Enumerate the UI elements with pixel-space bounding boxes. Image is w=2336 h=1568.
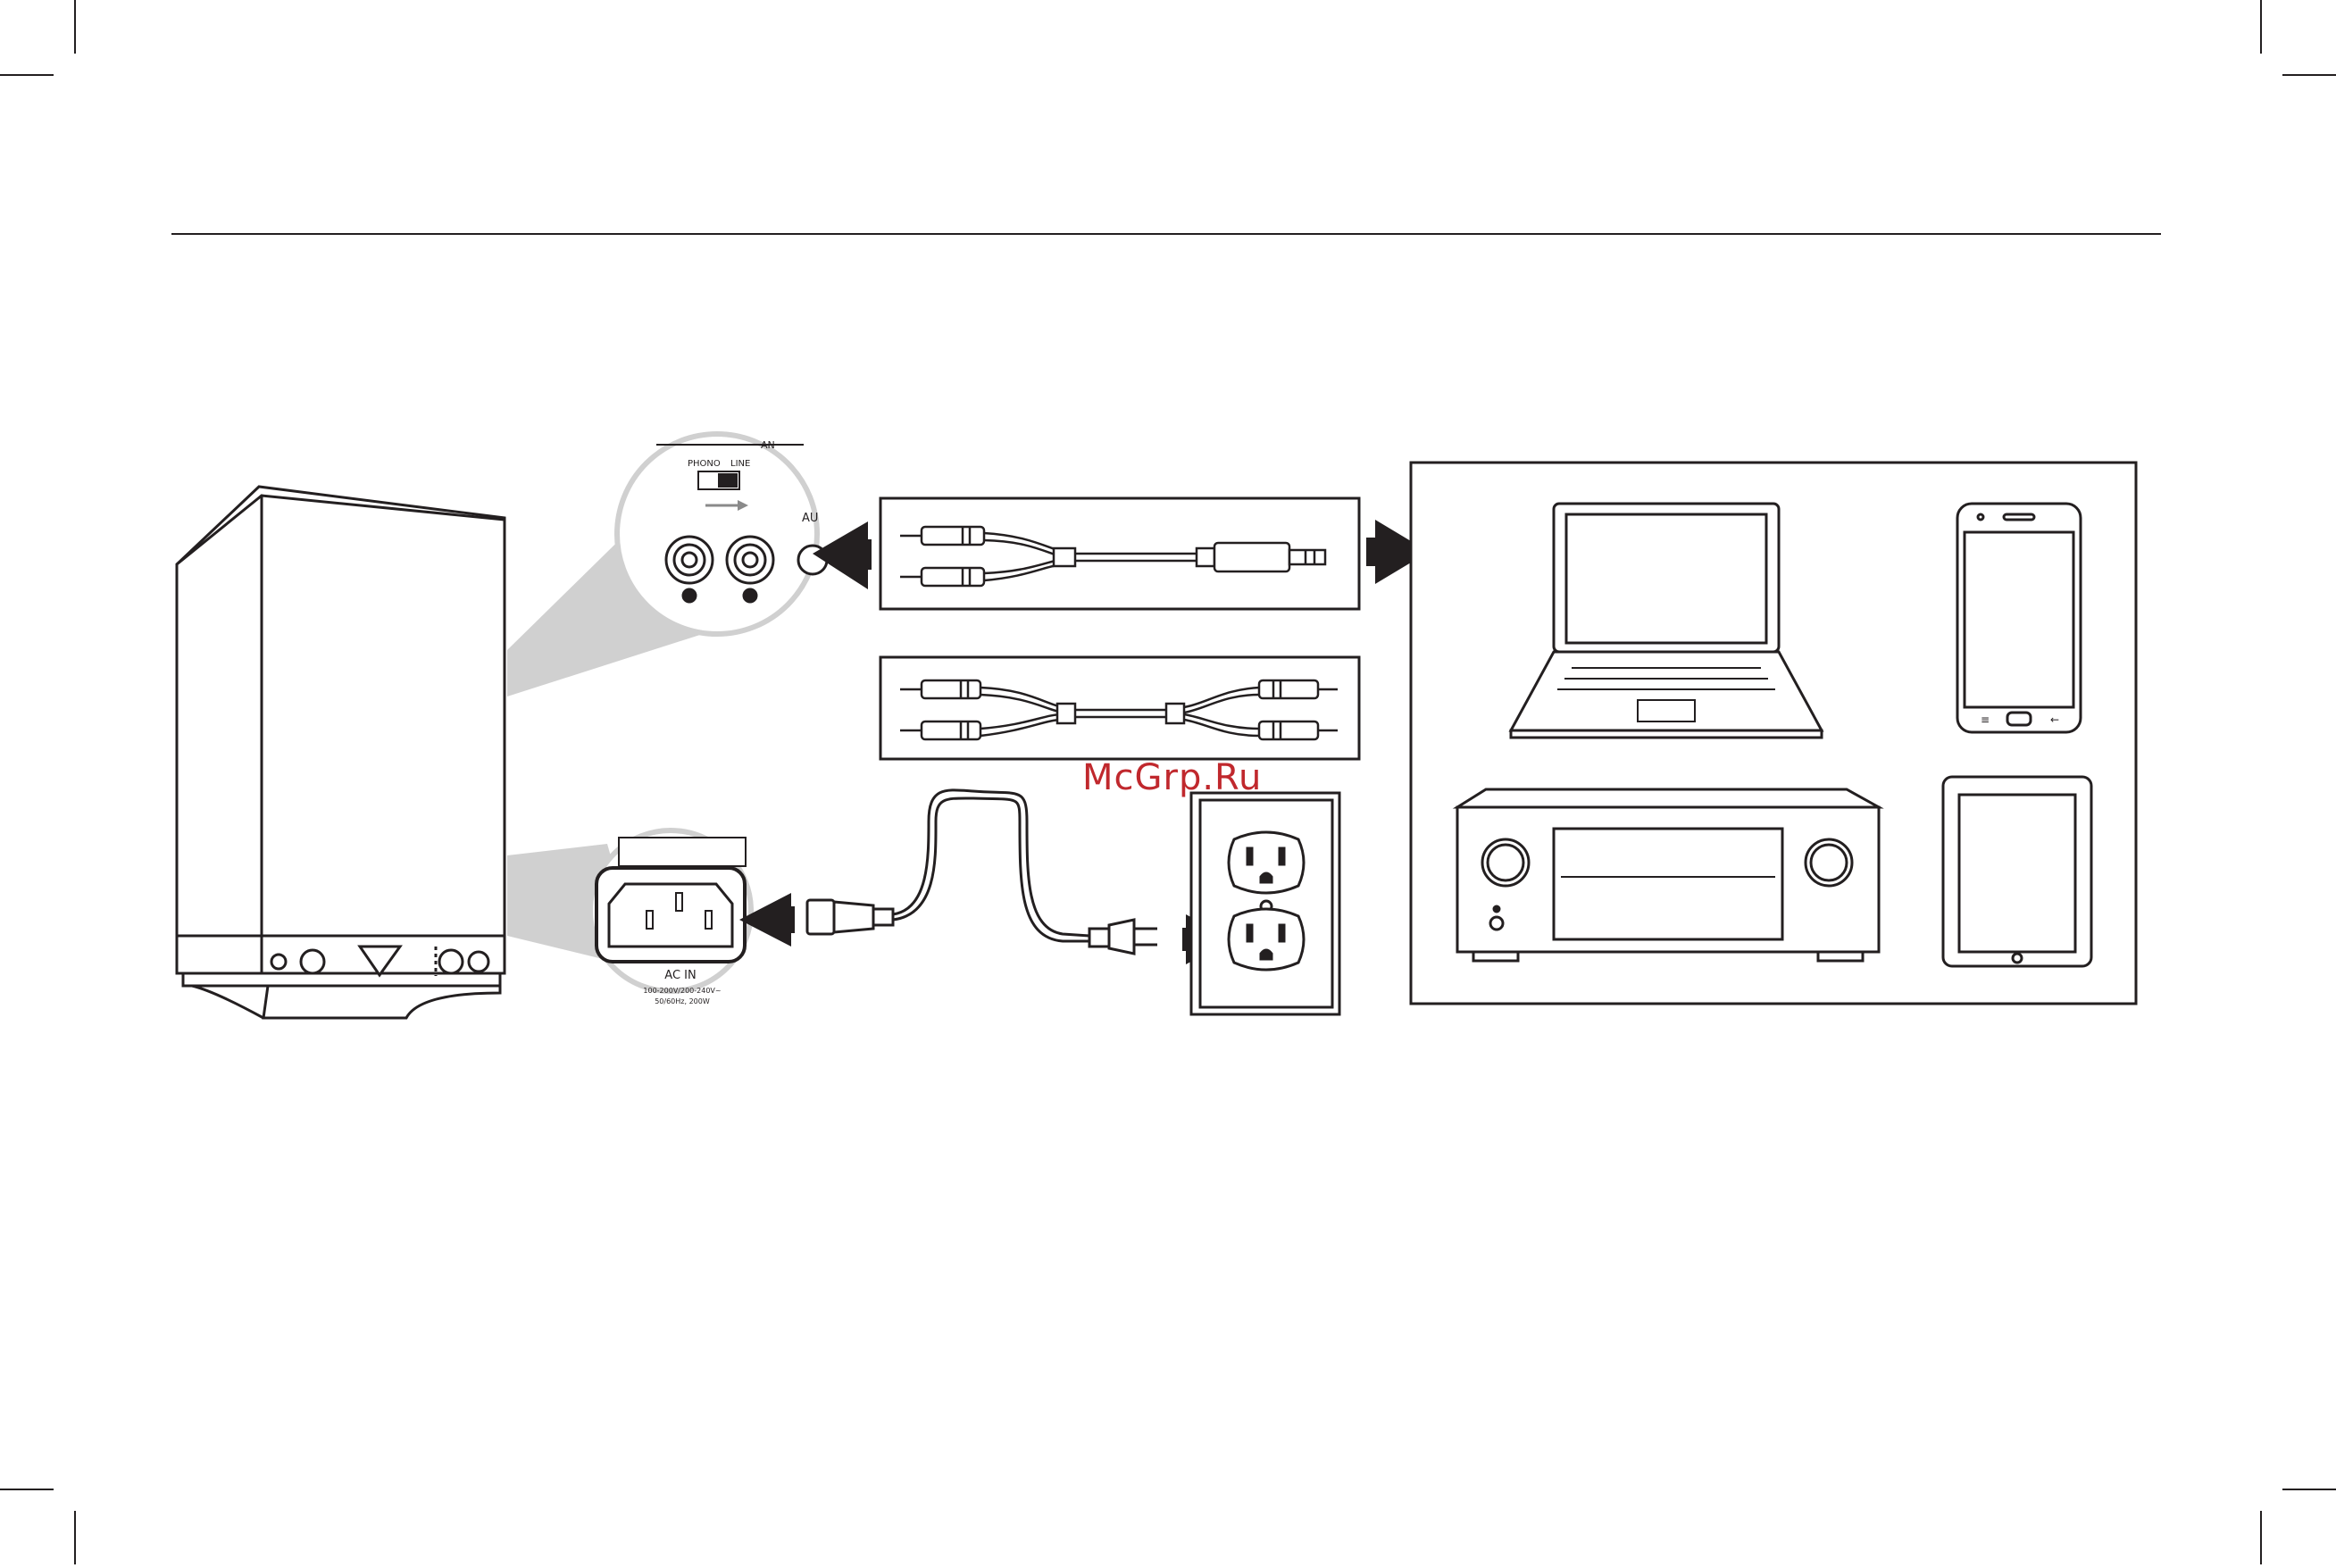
ac-in-label: AC IN bbox=[664, 969, 696, 982]
cable-rca-to-3.5mm bbox=[880, 498, 1359, 609]
speaker bbox=[177, 487, 505, 1018]
arrow-to-aux bbox=[813, 521, 872, 589]
ac-rating-line1: 100-200V/200-240V~ bbox=[643, 987, 721, 995]
back-key-icon: ← bbox=[2050, 713, 2059, 726]
aux-label-partial: AU bbox=[802, 512, 818, 525]
top-label-partial: AN bbox=[761, 439, 775, 451]
laptop bbox=[1511, 504, 1822, 738]
watermark: McGrp.Ru bbox=[1082, 757, 1262, 798]
menu-key-icon: ≡ bbox=[1981, 713, 1990, 726]
ac-rating-line2: 50/60Hz, 200W bbox=[655, 997, 710, 1005]
smartphone: ≡ ← bbox=[1957, 504, 2081, 732]
switch-label-line: LINE bbox=[730, 459, 750, 469]
cable-rca-to-rca bbox=[880, 657, 1359, 759]
switch-label-phono: PHONO bbox=[688, 459, 721, 469]
wall-outlet bbox=[1191, 793, 1339, 1014]
power-cord bbox=[807, 790, 1157, 954]
ac-in-callout: AC IN 100-200V/200-240V~ 50/60Hz, 200W bbox=[590, 830, 751, 1005]
tablet bbox=[1943, 777, 2091, 966]
av-receiver bbox=[1457, 789, 1879, 961]
input-panel-callout: PHONO LINE AN AU bbox=[617, 434, 827, 634]
